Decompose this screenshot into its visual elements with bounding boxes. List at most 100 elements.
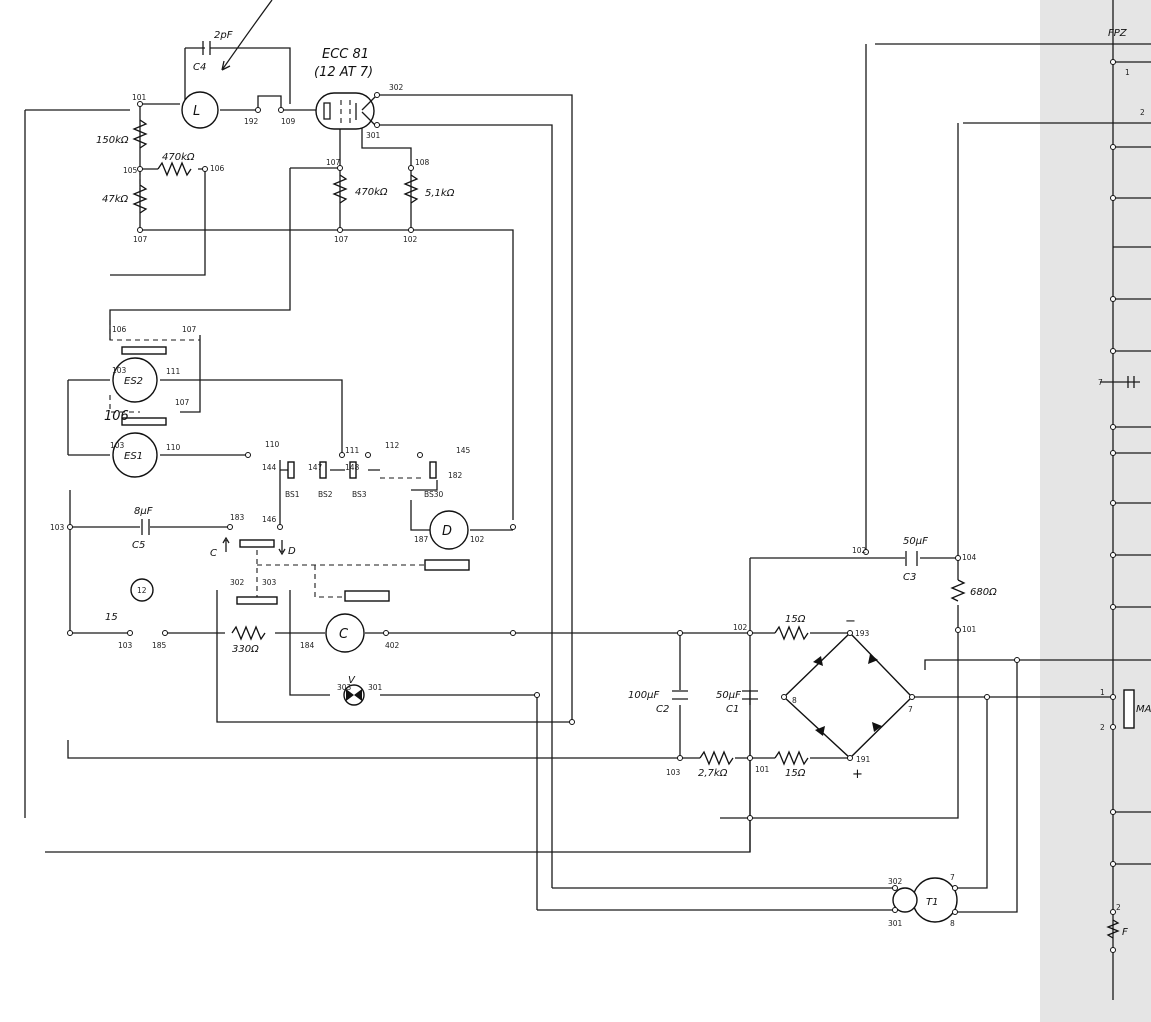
node-number: 101 <box>132 93 147 102</box>
node-number: 192 <box>244 117 259 126</box>
node-number: 110 <box>166 443 181 452</box>
node-number: 107 <box>334 235 349 244</box>
annotation-arrow <box>221 0 273 71</box>
bs1-label: BS1 <box>285 490 300 499</box>
label-t1: T1 <box>926 897 938 908</box>
round-components <box>112 91 1135 923</box>
capacitor-right <box>1127 376 1135 388</box>
bs30-label: BS30 <box>424 490 444 499</box>
c3-name: C3 <box>903 572 916 583</box>
r330-value: 330Ω <box>232 644 259 655</box>
component-circled-12 <box>130 578 154 602</box>
plus-sign: + <box>852 767 863 782</box>
node-number: 105 <box>123 166 138 175</box>
node-number: 102 <box>852 546 867 555</box>
capacitors <box>141 41 1135 700</box>
c5-value: 8µF <box>134 506 153 517</box>
node-number: 7 <box>908 705 913 714</box>
label-l: L <box>193 104 200 119</box>
node-number: 148 <box>345 463 360 472</box>
push-bar-right-2 <box>344 590 390 602</box>
node-number: 103 <box>112 366 127 375</box>
node-number: 2 <box>1100 723 1105 732</box>
node-number: 301 <box>368 683 383 692</box>
r27k-value: 2,7kΩ <box>698 768 728 779</box>
node-numbers: 101 105 106 107 192 109 302 301 107 108 … <box>50 68 1145 928</box>
text-labels: ECC 81 (12 AT 7) L C D ES2 ES1 T1 V MA F… <box>96 28 1151 938</box>
label-ma: MA <box>1136 704 1151 715</box>
meter-ma <box>1123 689 1135 729</box>
r680-value: 680Ω <box>970 587 997 598</box>
node-number: 102 <box>470 535 485 544</box>
capacitor-c4 <box>202 41 211 55</box>
r47k-value: 47kΩ <box>102 194 129 205</box>
node-number: 183 <box>230 513 245 522</box>
diode-1 <box>813 656 823 666</box>
c1-value: 50µF <box>716 690 741 701</box>
node-number: 302 <box>888 877 903 886</box>
diode-4 <box>872 722 882 732</box>
node-number: 301 <box>888 919 903 928</box>
node-number: 103 <box>50 523 65 532</box>
node-number: 107 <box>175 398 190 407</box>
switch-bs30 <box>429 461 437 479</box>
label-es2: ES2 <box>124 376 143 387</box>
switch-bs2 <box>319 461 327 479</box>
capacitor-c5 <box>141 519 150 535</box>
node-number: 106 <box>210 164 225 173</box>
resistor-470k-a <box>157 161 192 177</box>
c2-name: C2 <box>656 704 669 715</box>
resistor-680 <box>950 579 966 602</box>
node-number: 112 <box>385 441 400 450</box>
diode-2 <box>868 654 878 664</box>
component-t1-aux <box>892 887 918 913</box>
switch-bs3 <box>349 461 357 479</box>
capacitor-c2 <box>672 690 688 700</box>
component-d <box>429 510 469 550</box>
wiring <box>24 0 1151 1000</box>
c3-value: 50µF <box>903 536 928 547</box>
capacitor-c1 <box>742 690 758 700</box>
node-number: 147 <box>308 463 323 472</box>
node-number: 111 <box>345 446 360 455</box>
r51k-value: 5,1kΩ <box>425 188 455 199</box>
tube-ecc81 <box>315 92 377 130</box>
node-number: 402 <box>385 641 400 650</box>
resistor-15-b <box>774 750 809 766</box>
node-number: 7 <box>950 873 955 882</box>
node-number: 193 <box>855 629 870 638</box>
node-number: 104 <box>962 553 977 562</box>
resistor-150k <box>132 119 148 149</box>
c4-name: C4 <box>193 62 206 73</box>
label-f: F <box>1122 927 1128 938</box>
switch-d-label: D <box>288 546 296 557</box>
c4-value: 2pF <box>214 30 233 41</box>
resistor-330 <box>231 625 266 641</box>
node-number: 146 <box>262 515 277 524</box>
node-number: 1 <box>1125 68 1130 77</box>
node-number: 106 <box>112 325 127 334</box>
label-es1: ES1 <box>124 451 143 462</box>
node-number: 185 <box>152 641 167 650</box>
component-es1 <box>112 432 158 478</box>
switch-c-arrow <box>222 536 230 552</box>
node-number: 101 <box>962 625 977 634</box>
node-number: 191 <box>856 755 871 764</box>
node-number: 301 <box>366 131 381 140</box>
switch-c-label: C <box>210 548 217 559</box>
bs2-label: BS2 <box>318 490 333 499</box>
node-number: 8 <box>792 696 797 705</box>
component-l <box>181 91 219 129</box>
push-bar-1 <box>121 346 167 355</box>
node-number: 102 <box>403 235 418 244</box>
node-number: 187 <box>414 535 429 544</box>
node-number: 110 <box>265 440 280 449</box>
node-number: 107 <box>133 235 148 244</box>
node-number: 102 <box>733 623 748 632</box>
push-bar-right-1 <box>424 559 470 571</box>
node-number: 303 <box>337 683 352 692</box>
node-number: 107 <box>182 325 197 334</box>
node-number: 103 <box>666 768 681 777</box>
resistor-470k-b <box>332 174 348 204</box>
